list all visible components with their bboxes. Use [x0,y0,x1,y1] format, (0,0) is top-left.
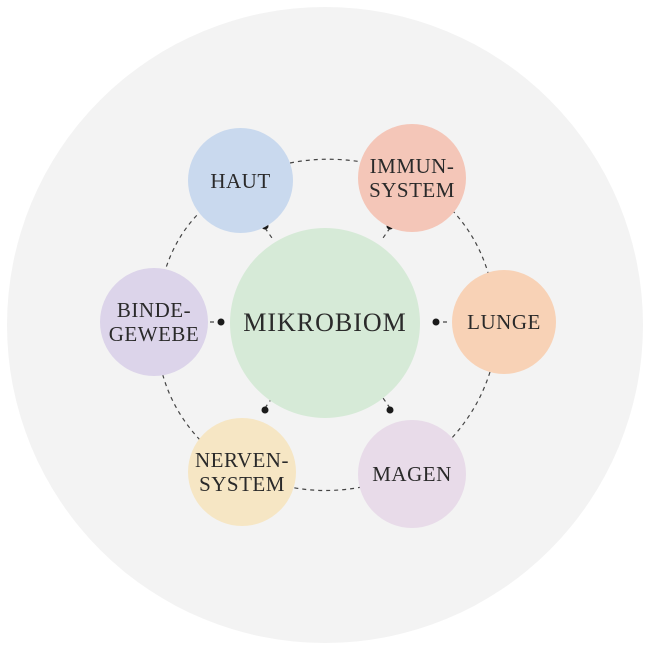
center-node-mikrobiom: MIKROBIOM [230,228,420,418]
node-magen: MAGEN [358,420,466,528]
node-label: MAGEN [372,462,452,486]
node-label: LUNGE [467,310,541,334]
node-lunge: LUNGE [452,270,556,374]
node-label: NERVEN- SYSTEM [195,448,289,496]
center-label: MIKROBIOM [243,308,407,337]
node-label: IMMUN- SYSTEM [369,154,455,202]
node-bindegewebe: BINDE- GEWEBE [100,268,208,376]
node-immunsystem: IMMUN- SYSTEM [358,124,466,232]
node-nervensystem: NERVEN- SYSTEM [188,418,296,526]
node-haut: HAUT [188,128,293,233]
node-label: BINDE- GEWEBE [108,298,200,346]
node-label: HAUT [210,168,271,193]
